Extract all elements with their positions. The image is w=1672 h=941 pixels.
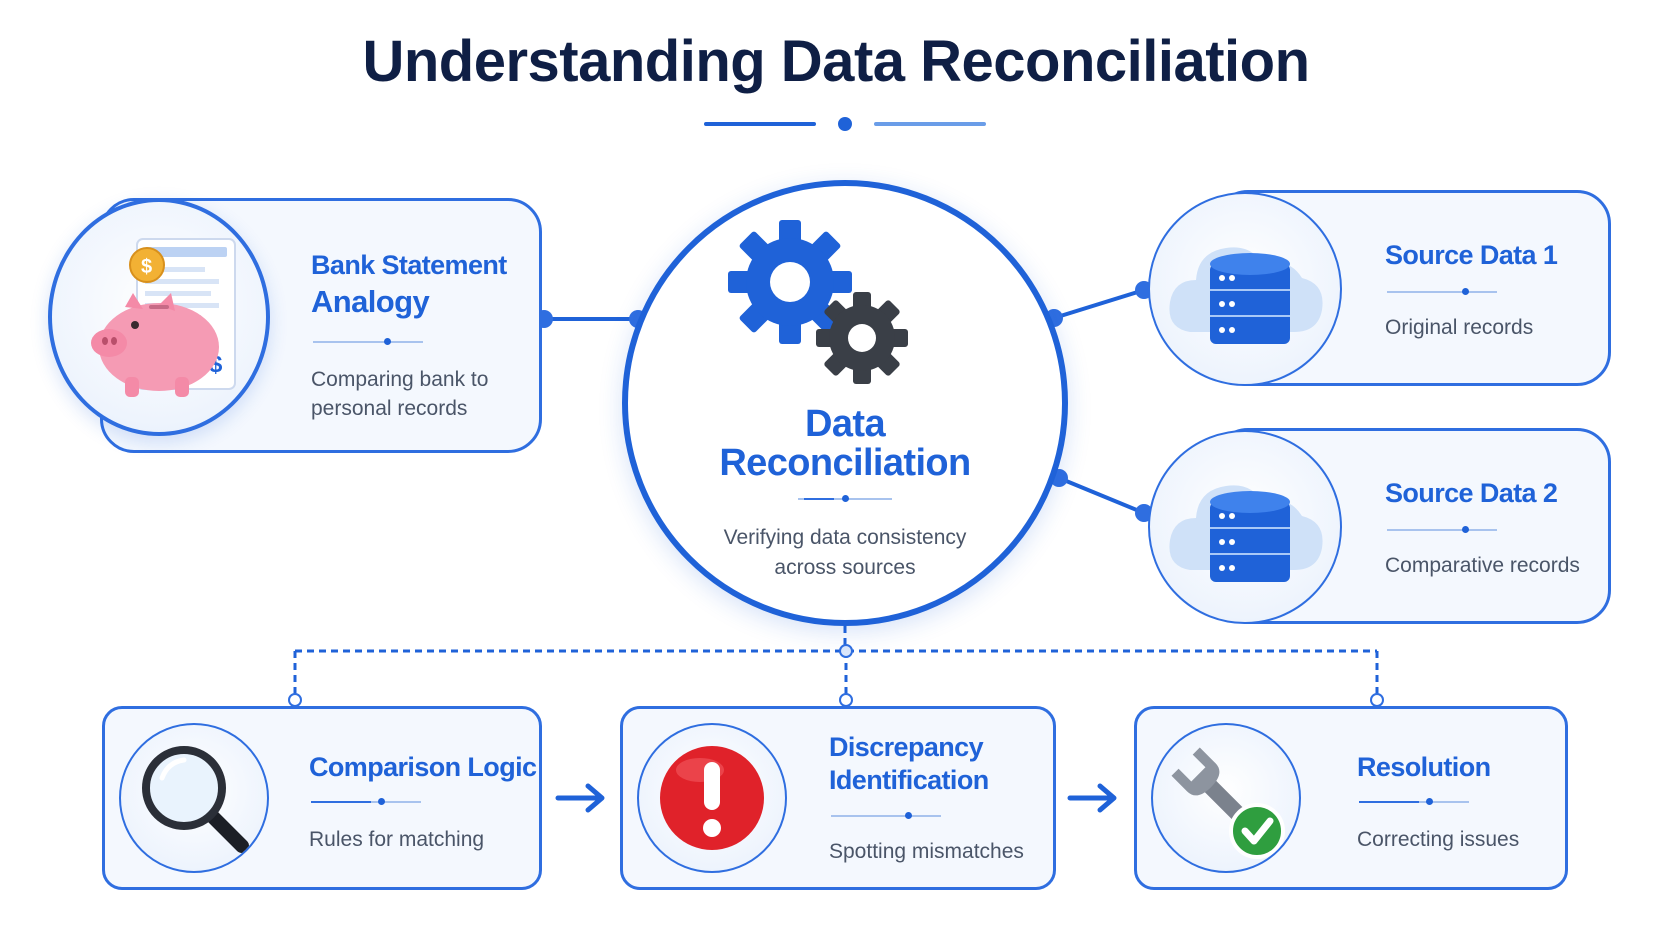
title-underline-dot <box>838 117 852 131</box>
title-underline-right <box>874 122 986 126</box>
bank-divider-dot <box>384 338 391 345</box>
connector-dot-comparison <box>288 693 302 707</box>
source1-divider-dot <box>1462 288 1469 295</box>
resolution-icon-circle <box>1151 723 1301 873</box>
discrepancy-divider-dot <box>905 812 912 819</box>
svg-text:$: $ <box>141 256 152 278</box>
source2-icon-circle <box>1148 430 1342 624</box>
cloud-database-icon <box>1169 247 1323 344</box>
source2-desc: Comparative records <box>1385 554 1580 577</box>
exclamation-alert-icon <box>660 746 764 850</box>
connector-dot-resolution <box>1370 693 1384 707</box>
data-reconciliation-hub[interactable]: Data Reconciliation Verifying data consi… <box>622 180 1068 626</box>
connector-center-source1 <box>1053 288 1145 320</box>
bank-icon-circle: $ $ <box>48 198 270 436</box>
comparison-divider-accent <box>311 801 371 803</box>
resolution-desc: Correcting issues <box>1357 828 1520 851</box>
discrepancy-icon-circle <box>637 723 787 873</box>
source2-title: Source Data 2 <box>1385 478 1558 508</box>
bank-desc-line2: personal records <box>311 397 468 420</box>
discrepancy-title-line2: Identification <box>829 765 989 795</box>
bank-title-line2: Analogy <box>311 284 430 319</box>
discrepancy-title-line1: Discrepancy <box>829 732 984 762</box>
piggy-bank-icon: $ $ <box>91 238 236 397</box>
center-desc-line2: across sources <box>774 556 916 579</box>
resolution-divider-dot <box>1426 798 1433 805</box>
connector-dot-bus-center <box>839 644 853 658</box>
comparison-title: Comparison Logic <box>309 752 537 782</box>
magnifying-glass-icon <box>142 746 249 853</box>
center-desc-line1: Verifying data consistency <box>723 526 967 549</box>
discrepancy-identification-card[interactable]: Discrepancy Identification Spotting mism… <box>620 706 1056 890</box>
resolution-title: Resolution <box>1357 752 1491 782</box>
source1-divider <box>1387 291 1497 293</box>
cloud-database-icon <box>1169 485 1323 582</box>
center-divider-dot <box>842 495 849 502</box>
bank-desc-line1: Comparing bank to <box>311 368 489 391</box>
discrepancy-desc: Spotting mismatches <box>829 840 1024 863</box>
title-underline-left <box>704 122 816 126</box>
comparison-divider-dot <box>378 798 385 805</box>
center-divider-accent <box>804 498 834 500</box>
connector-center-source2 <box>1058 476 1145 515</box>
connector-dot-discrepancy <box>839 693 853 707</box>
arrow-right-icon <box>555 783 605 813</box>
center-title-line2: Reconciliation <box>719 442 971 484</box>
bank-title-line1: Bank Statement <box>311 250 507 280</box>
gears-icon <box>728 220 908 384</box>
wrench-check-icon <box>1171 747 1285 859</box>
comparison-desc: Rules for matching <box>309 828 485 851</box>
arrow-right-icon <box>1067 783 1117 813</box>
source2-divider <box>1387 529 1497 531</box>
resolution-card[interactable]: Resolution Correcting issues <box>1134 706 1568 890</box>
comparison-logic-card[interactable]: Comparison Logic Rules for matching <box>102 706 542 890</box>
source1-desc: Original records <box>1385 316 1534 339</box>
source1-icon-circle <box>1148 192 1342 386</box>
source1-title: Source Data 1 <box>1385 240 1558 270</box>
page-title: Understanding Data Reconciliation <box>362 29 1310 94</box>
comparison-icon-circle <box>119 723 269 873</box>
source2-divider-dot <box>1462 526 1469 533</box>
resolution-divider-accent <box>1359 801 1419 803</box>
bank-divider <box>313 341 423 343</box>
center-title-line1: Data <box>805 403 886 445</box>
discrepancy-divider <box>831 815 941 817</box>
